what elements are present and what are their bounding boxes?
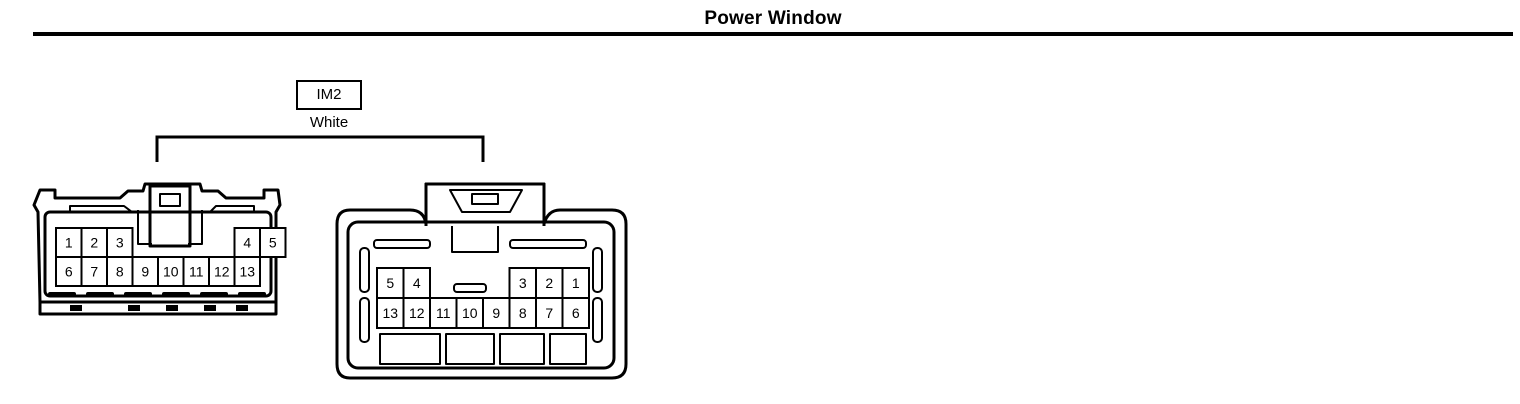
pin-number: 3 xyxy=(519,275,527,291)
pin-cell: 11 xyxy=(182,256,210,287)
connector-bracket xyxy=(155,135,485,162)
pin-number: 6 xyxy=(572,305,580,321)
pin-cell: 5 xyxy=(376,267,405,299)
pin-number: 4 xyxy=(413,275,421,291)
pin-cell: 3 xyxy=(508,267,537,299)
pin-number: 12 xyxy=(214,264,230,280)
pin-cell: 4 xyxy=(402,267,431,299)
pin-cell: 2 xyxy=(80,227,108,258)
pin-number: 2 xyxy=(90,235,98,251)
pin-cell: 8 xyxy=(508,297,537,329)
right-connector-body xyxy=(335,182,628,380)
pin-number: 1 xyxy=(572,275,580,291)
connector-id-label: IM2 xyxy=(296,80,362,110)
pin-number: 5 xyxy=(386,275,394,291)
pin-cell: 12 xyxy=(208,256,236,287)
pin-cell: 13 xyxy=(376,297,405,329)
pin-number: 11 xyxy=(436,305,451,321)
pin-number: 13 xyxy=(239,264,255,280)
pin-cell: 6 xyxy=(561,297,590,329)
pin-number: 1 xyxy=(65,235,73,251)
pin-cell: 1 xyxy=(55,227,83,258)
pin-cell: 1 xyxy=(561,267,590,299)
pin-number: 13 xyxy=(382,305,398,321)
pin-cell: 10 xyxy=(157,256,185,287)
pin-number: 11 xyxy=(189,264,204,280)
pin-cell: 13 xyxy=(233,256,261,287)
pin-number: 9 xyxy=(141,264,149,280)
left-connector-slots xyxy=(48,292,266,311)
pin-cell: 7 xyxy=(80,256,108,287)
pin-number: 3 xyxy=(116,235,124,251)
pin-number: 12 xyxy=(409,305,425,321)
title-rule xyxy=(33,32,1513,36)
pin-cell: 9 xyxy=(131,256,159,287)
pin-cell: 2 xyxy=(535,267,564,299)
pin-number: 8 xyxy=(519,305,527,321)
page-title: Power Window xyxy=(704,8,842,29)
pin-cell: 9 xyxy=(482,297,511,329)
pin-number: 10 xyxy=(163,264,179,280)
pin-cell: 11 xyxy=(429,297,458,329)
pin-number: 5 xyxy=(269,235,277,251)
pin-cell: 4 xyxy=(233,227,261,258)
pin-cell: 8 xyxy=(106,256,134,287)
pin-cell: 3 xyxy=(106,227,134,258)
right-connector-pins: 5 4 3 2 1 13 12 11 10 9 8 7 6 xyxy=(376,267,590,329)
pin-cell: 12 xyxy=(402,297,431,329)
pin-number: 9 xyxy=(492,305,500,321)
pin-cell: 6 xyxy=(55,256,83,287)
pin-number: 7 xyxy=(545,305,553,321)
pin-cell: 7 xyxy=(535,297,564,329)
pin-cell: 5 xyxy=(259,227,287,258)
left-connector-body xyxy=(32,182,282,316)
pin-number: 4 xyxy=(243,235,251,251)
pin-number: 10 xyxy=(462,305,478,321)
pin-number: 6 xyxy=(65,264,73,280)
pin-number: 8 xyxy=(116,264,124,280)
connector-color-label: White xyxy=(309,114,349,131)
pin-number: 7 xyxy=(90,264,98,280)
pin-cell: 10 xyxy=(455,297,484,329)
pin-number: 2 xyxy=(545,275,553,291)
